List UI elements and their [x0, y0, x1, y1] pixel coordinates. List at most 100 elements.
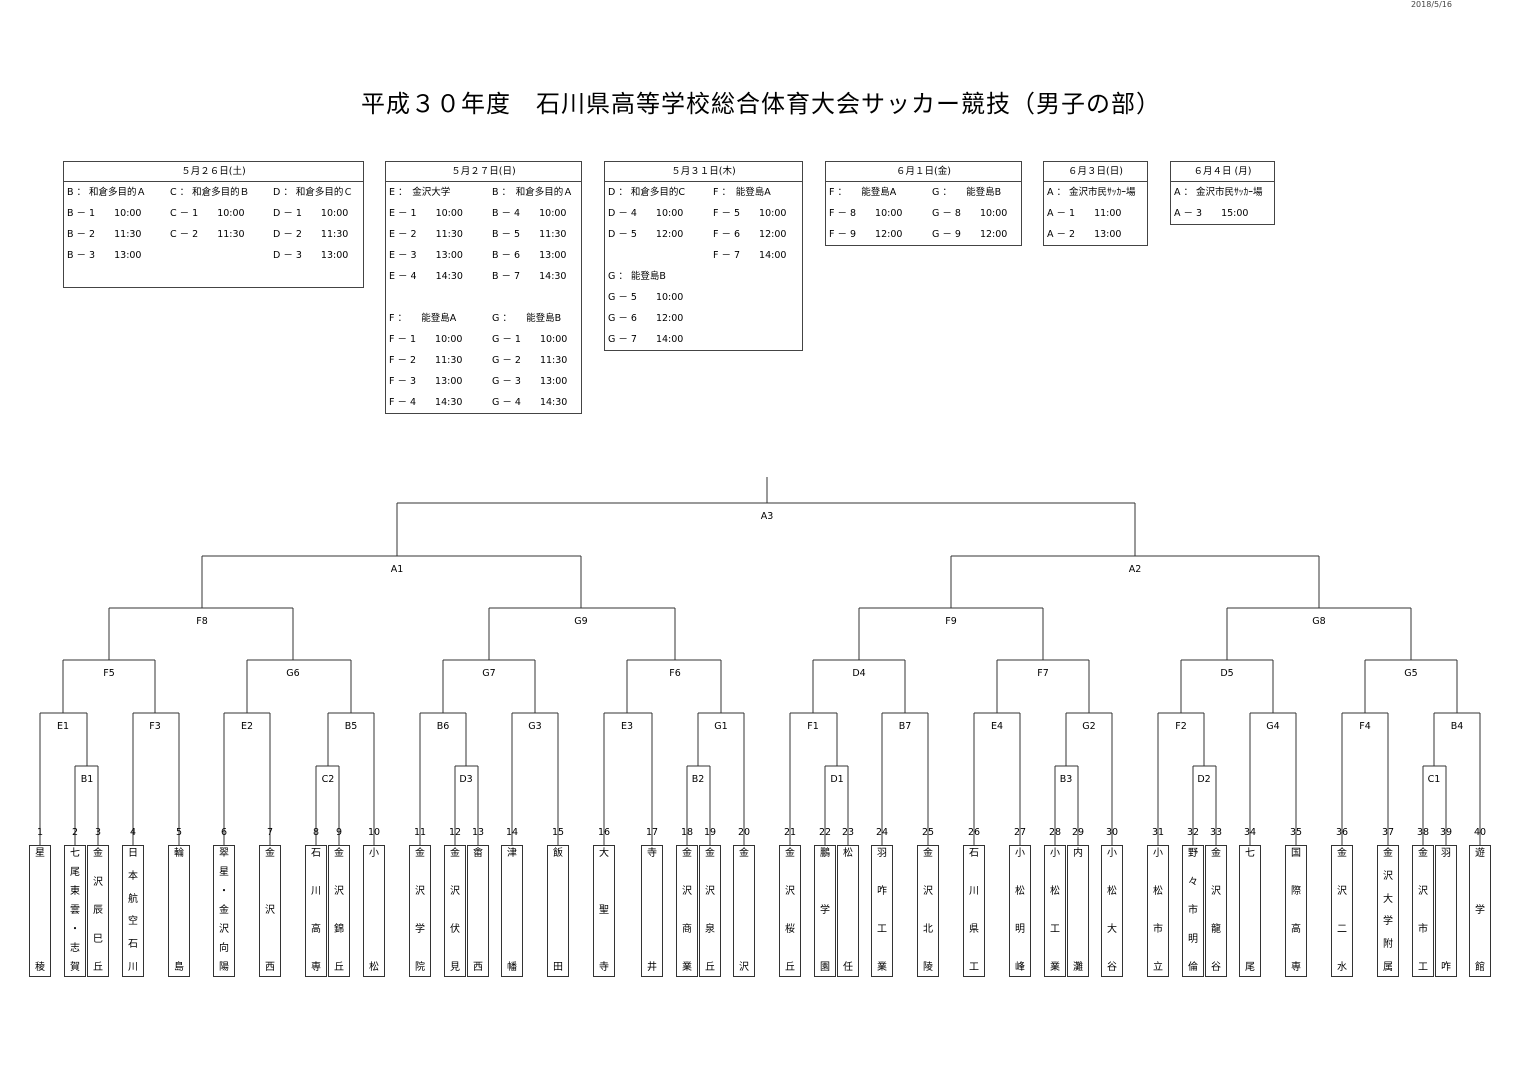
match-label: A1	[390, 564, 404, 575]
team-name-char: 工	[1050, 924, 1060, 935]
team-number: 34	[1243, 827, 1257, 838]
match-label: F3	[149, 721, 161, 732]
match-label: A3	[760, 511, 774, 522]
team-name-char: 内	[1073, 848, 1083, 859]
schedule-header: ６月４日 (月)	[1171, 162, 1274, 182]
team-name-char: 鵬	[820, 848, 830, 859]
schedule-cell: F － 8 10:00	[829, 208, 903, 219]
team-number: 28	[1048, 827, 1062, 838]
team-number: 4	[129, 827, 137, 838]
team-name-char: 専	[311, 962, 321, 973]
match-label: G9	[574, 616, 588, 627]
team-name-char: 日	[128, 848, 138, 859]
team-name-char: 大	[1383, 893, 1393, 905]
schedule-cell: G － 6 12:00	[608, 313, 684, 324]
team-name-char: 立	[1153, 962, 1163, 973]
team-name-char: 聖	[599, 905, 609, 916]
team-name-box: 大聖寺	[593, 845, 615, 977]
team-name-char: 錦	[334, 924, 344, 935]
match-label: D1	[830, 774, 844, 785]
match-label: F6	[669, 668, 681, 679]
schedule-cell: G － 2 11:30	[492, 355, 568, 366]
team-name-char: 工	[877, 924, 887, 935]
team-name-char: 尾	[70, 867, 80, 878]
team-name-char: 沢	[785, 886, 795, 897]
team-name-char: 咋	[1441, 962, 1451, 973]
team-name-char: 任	[843, 962, 853, 973]
team-number: 18	[680, 827, 694, 838]
team-name-char: 松	[1107, 886, 1117, 897]
schedule-cell: E － 2 11:30	[389, 229, 463, 240]
team-name-box: 羽咋工業	[871, 845, 893, 977]
team-number: 12	[448, 827, 462, 838]
schedule-cell: F ： 能登島A	[713, 187, 771, 198]
team-number: 7	[266, 827, 274, 838]
team-name-char: 翠	[219, 848, 229, 859]
team-number: 17	[645, 827, 659, 838]
schedule-cell: G － 8 10:00	[932, 208, 1008, 219]
team-name-char: 峰	[1015, 962, 1025, 973]
schedule-cell: D － 5 12:00	[608, 229, 684, 240]
team-name-char: 泉	[705, 924, 715, 935]
team-name-char: 西	[265, 962, 275, 973]
schedule-cell: E － 1 10:00	[389, 208, 463, 219]
team-name-char: 星	[35, 848, 45, 859]
team-name-box: 金沢辰巳丘	[87, 845, 109, 977]
match-label: F4	[1359, 721, 1371, 732]
team-number: 2	[71, 827, 79, 838]
team-name-char: 巳	[93, 933, 103, 945]
team-number: 37	[1381, 827, 1395, 838]
team-name-char: 市	[1153, 924, 1163, 935]
schedule-cell: B － 7 14:30	[492, 271, 567, 282]
team-name-box: 野々市明倫	[1182, 845, 1204, 977]
team-name-char: 谷	[1107, 962, 1117, 973]
team-number: 30	[1105, 827, 1119, 838]
team-number: 27	[1013, 827, 1027, 838]
team-name-box: 金沢北陵	[917, 845, 939, 977]
team-name-box: 内灘	[1067, 845, 1089, 977]
team-number: 15	[551, 827, 565, 838]
schedule-cell: G ： 能登島B	[932, 187, 1002, 198]
team-name-box: 小松	[363, 845, 385, 977]
schedule-cell: F － 1 10:00	[389, 334, 463, 345]
team-number: 13	[471, 827, 485, 838]
match-label: B7	[898, 721, 912, 732]
team-name-char: 陽	[219, 962, 229, 973]
team-name-char: 金	[1418, 848, 1428, 859]
match-label: E3	[620, 721, 634, 732]
match-label: F9	[945, 616, 957, 627]
team-name-char: 丘	[785, 962, 795, 973]
schedule-cell: D － 2 11:30	[273, 229, 349, 240]
team-name-char: 沢	[219, 924, 229, 935]
schedule-cell: G － 1 10:00	[492, 334, 568, 345]
team-name-char: 金	[93, 848, 103, 859]
schedule-cell: C ： 和倉多目的Ｂ	[170, 187, 250, 198]
team-name-char: 谷	[1211, 962, 1221, 973]
team-name-char: 高	[1291, 924, 1301, 935]
team-name-char: 工	[969, 962, 979, 973]
team-name-box: 石川高専	[305, 845, 327, 977]
match-label: F1	[807, 721, 819, 732]
team-name-box: 小松工業	[1044, 845, 1066, 977]
team-name-box: 金沢大学附属	[1377, 845, 1399, 977]
team-name-box: 金沢	[733, 845, 755, 977]
team-number: 14	[505, 827, 519, 838]
team-name-char: 明	[1188, 933, 1198, 945]
team-name-char: 石	[311, 848, 321, 859]
schedule-cell: C － 2 11:30	[170, 229, 245, 240]
team-number: 24	[875, 827, 889, 838]
team-name-char: ・	[70, 924, 80, 935]
team-number: 20	[737, 827, 751, 838]
team-number: 36	[1335, 827, 1349, 838]
team-number: 35	[1289, 827, 1303, 838]
schedule-cell: A － 2 13:00	[1047, 229, 1122, 240]
team-number: 29	[1071, 827, 1085, 838]
team-name-char: 学	[415, 924, 425, 935]
schedule-cell: B － 1 10:00	[67, 208, 142, 219]
match-label: E2	[240, 721, 254, 732]
team-name-char: 丘	[334, 962, 344, 973]
team-name-char: 金	[1211, 848, 1221, 859]
schedule-cell: D ： 和倉多目的C	[608, 187, 685, 198]
